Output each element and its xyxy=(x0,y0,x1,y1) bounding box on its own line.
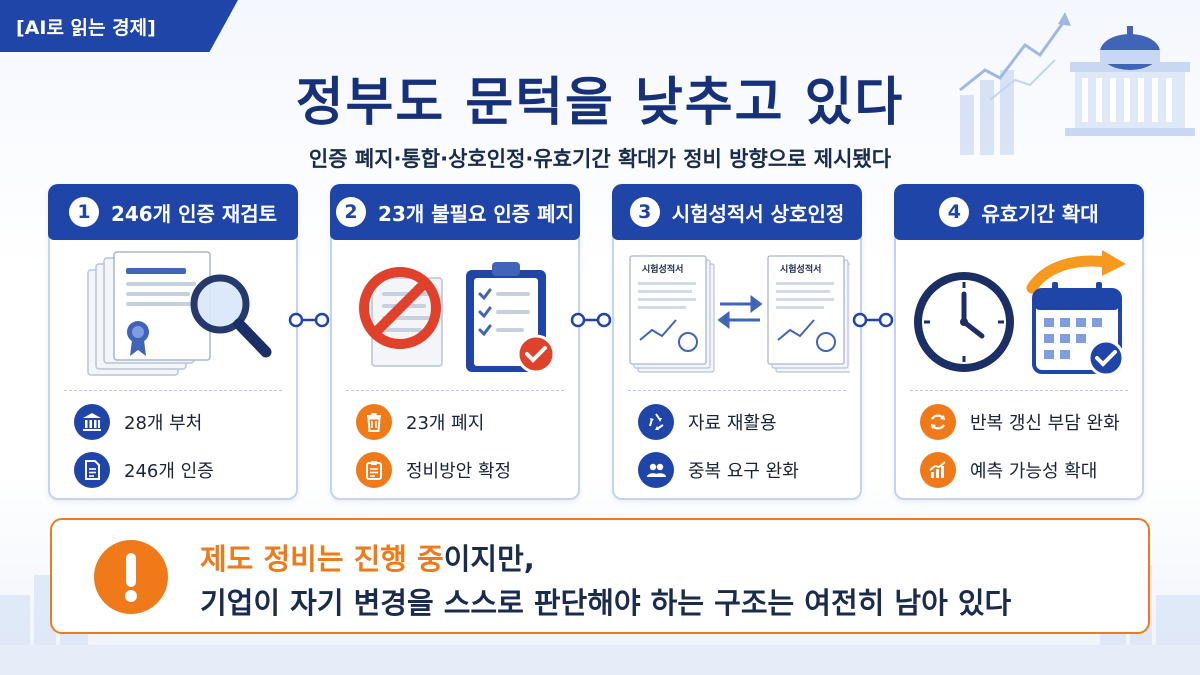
step-number: 1 xyxy=(68,197,99,227)
building-skyline-illustration xyxy=(959,12,1195,155)
section-tag: [AI로 읽는 경제] xyxy=(0,0,238,52)
card-validity-extension: 4 유효기간 확대 반복 갱신 부담 완화 예 xyxy=(894,184,1144,500)
item-label: 23개 폐지 xyxy=(406,413,485,434)
card-header: 3 시험성적서 상호인정 xyxy=(612,184,862,240)
clock-calendar-illustration xyxy=(914,250,1126,377)
page-title: 정부도 문턱을 낮추고 있다 xyxy=(295,73,905,133)
card-title: 시험성적서 상호인정 xyxy=(671,201,845,226)
report-label: 시험성적서 xyxy=(780,263,821,275)
item-label: 반복 갱신 부담 완화 xyxy=(970,413,1120,434)
refresh-icon xyxy=(920,404,956,440)
government-building-icon xyxy=(74,404,110,440)
card-certification-review: 1 246개 인증 재검토 28개 부처 246개 인증 xyxy=(48,184,298,500)
card-title: 246개 인증 재검토 xyxy=(110,201,278,226)
people-icon xyxy=(638,452,674,488)
recycle-icon xyxy=(638,404,674,440)
item-label: 246개 인증 xyxy=(124,461,214,482)
list-item: 23개 폐지 xyxy=(356,404,484,440)
report-label: 시험성적서 xyxy=(642,263,683,275)
card-header: 4 유효기간 확대 xyxy=(894,184,1144,240)
conclusion-banner: 제도 정비는 진행 중이지만, 기업이 자기 변경을 스스로 판단해야 하는 구… xyxy=(50,518,1150,634)
item-label: 자료 재활용 xyxy=(688,413,777,434)
step-number: 3 xyxy=(629,197,660,227)
connector-icon xyxy=(852,312,894,328)
connector-icon xyxy=(288,312,330,328)
documents-magnifier-illustration xyxy=(87,251,272,376)
card-certification-abolition: 2 23개 불필요 인증 폐지 23개 폐지 정비방안 확정 xyxy=(330,184,580,500)
card-mutual-recognition: 3 시험성적서 상호인정 시험성적서 시험성적서 자료 재활용 xyxy=(612,184,862,500)
chart-up-icon xyxy=(920,452,956,488)
item-label: 중복 요구 완화 xyxy=(688,461,799,482)
list-item: 예측 가능성 확대 xyxy=(920,452,1097,488)
card-divider xyxy=(64,390,282,391)
card-header: 1 246개 인증 재검토 xyxy=(48,184,298,240)
document-icon xyxy=(74,452,110,488)
banner-highlight: 제도 정비는 진행 중 xyxy=(200,542,444,576)
item-label: 예측 가능성 확대 xyxy=(970,461,1098,482)
trash-icon xyxy=(356,404,392,440)
card-header: 2 23개 불필요 인증 폐지 xyxy=(330,184,580,240)
page-subtitle: 인증 폐지·통합·상호인정·유효기간 확대가 정비 방향으로 제시됐다 xyxy=(308,147,892,171)
list-item: 자료 재활용 xyxy=(638,404,777,440)
banner-line-1: 제도 정비는 진행 중이지만, xyxy=(200,536,535,578)
prohibit-checklist-illustration xyxy=(359,262,556,374)
banner-line-2: 기업이 자기 변경을 스스로 판단해야 하는 구조는 여전히 남아 있다 xyxy=(200,586,1012,620)
card-divider xyxy=(910,390,1128,391)
connector-icon xyxy=(570,312,612,328)
step-number: 2 xyxy=(336,197,367,227)
test-report-exchange-illustration: 시험성적서 시험성적서 xyxy=(629,255,850,373)
card-title: 유효기간 확대 xyxy=(981,201,1099,226)
card-divider xyxy=(628,390,846,391)
list-item: 정비방안 확정 xyxy=(356,452,511,488)
clipboard-icon xyxy=(356,452,392,488)
list-item: 246개 인증 xyxy=(74,452,214,488)
card-title: 23개 불필요 인증 폐지 xyxy=(378,201,574,226)
step-number: 4 xyxy=(939,197,970,227)
card-divider xyxy=(346,390,564,391)
banner-line-1-rest: 이지만, xyxy=(443,542,535,576)
item-label: 28개 부처 xyxy=(124,413,203,434)
list-item: 중복 요구 완화 xyxy=(638,452,799,488)
exclamation-icon xyxy=(94,540,168,614)
list-item: 반복 갱신 부담 완화 xyxy=(920,404,1120,440)
list-item: 28개 부처 xyxy=(74,404,202,440)
item-label: 정비방안 확정 xyxy=(406,461,512,482)
